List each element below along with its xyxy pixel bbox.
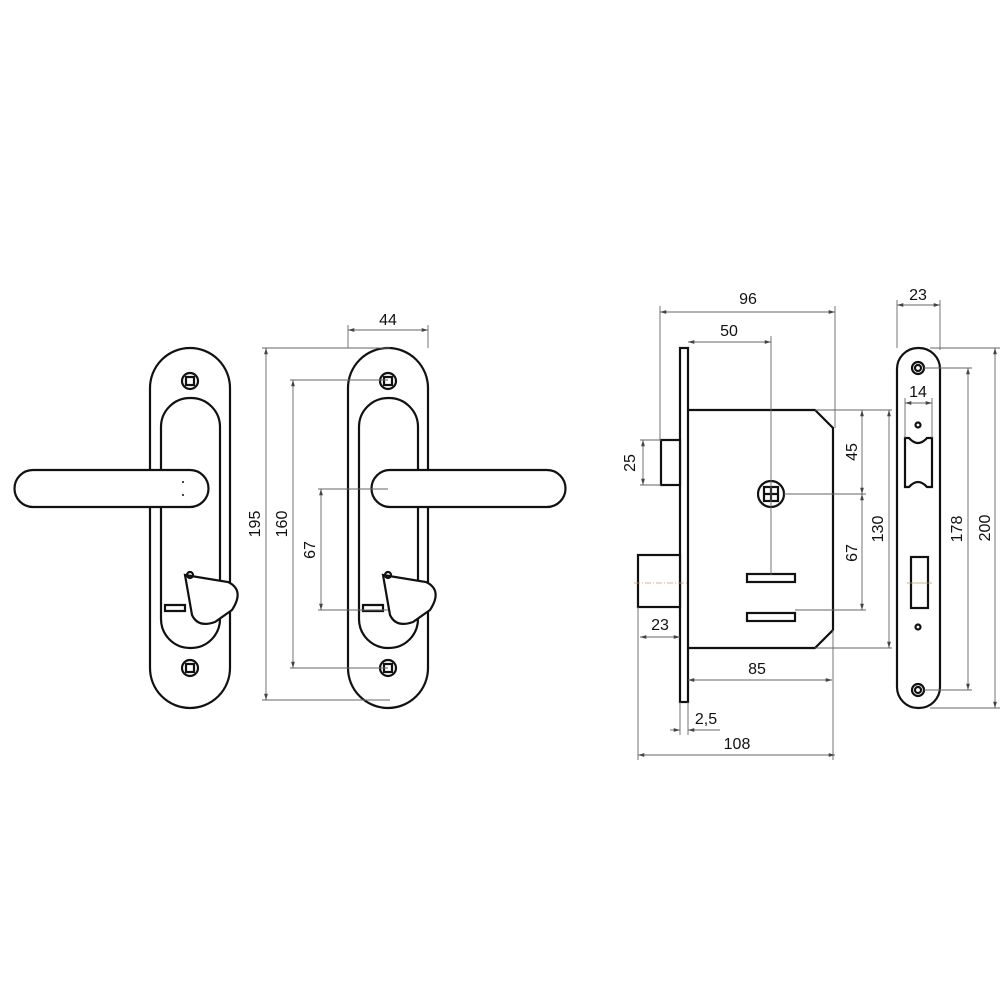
faceplate bbox=[678, 346, 690, 704]
screw-icon bbox=[180, 371, 200, 391]
bolt-opening bbox=[909, 555, 930, 610]
dim-top-to-spindle: 45 bbox=[844, 443, 861, 461]
dim-total-depth: 96 bbox=[739, 291, 757, 308]
dim-strike-screw-spacing: 178 bbox=[949, 516, 966, 543]
handle-side-view: 44 195 160 67 bbox=[247, 312, 567, 710]
dim-spindle-to-key: 67 bbox=[844, 544, 861, 562]
key-slot bbox=[745, 611, 797, 623]
deadbolt bbox=[636, 553, 682, 609]
dim-latch-height: 25 bbox=[622, 454, 639, 472]
lever bbox=[13, 468, 210, 509]
dim-faceplate-thickness: 2,5 bbox=[695, 711, 717, 728]
thumb-turn bbox=[183, 573, 239, 625]
dim-handle-to-key: 67 bbox=[302, 541, 319, 559]
strike-plate: 23 14 178 200 bbox=[895, 287, 1000, 710]
dim-overall-depth: 108 bbox=[724, 736, 751, 753]
screw-icon bbox=[910, 360, 926, 376]
latch-opening bbox=[903, 436, 934, 489]
lever bbox=[370, 468, 567, 509]
latch bbox=[659, 438, 682, 487]
dim-latch-opening-width: 14 bbox=[909, 384, 927, 401]
handle-front-view bbox=[13, 346, 239, 710]
dim-body-height: 130 bbox=[870, 516, 887, 543]
dim-backset: 50 bbox=[720, 323, 738, 340]
screw-icon bbox=[180, 658, 200, 678]
thumb-turn bbox=[381, 573, 437, 625]
dim-plate-width: 44 bbox=[379, 312, 397, 329]
dim-plate-height: 195 bbox=[247, 511, 264, 538]
screw-icon bbox=[378, 371, 398, 391]
dim-body-depth: 85 bbox=[748, 661, 766, 678]
dim-strike-height: 200 bbox=[977, 515, 994, 542]
dim-screw-spacing: 160 bbox=[274, 511, 291, 538]
mortise-lock-body: 96 50 25 45 67 130 23 85 2,5 108 bbox=[622, 291, 892, 760]
screw-icon bbox=[910, 682, 926, 698]
key-slot bbox=[745, 572, 797, 584]
dim-bolt-throw: 23 bbox=[651, 617, 669, 634]
dim-strike-width: 23 bbox=[909, 287, 927, 304]
